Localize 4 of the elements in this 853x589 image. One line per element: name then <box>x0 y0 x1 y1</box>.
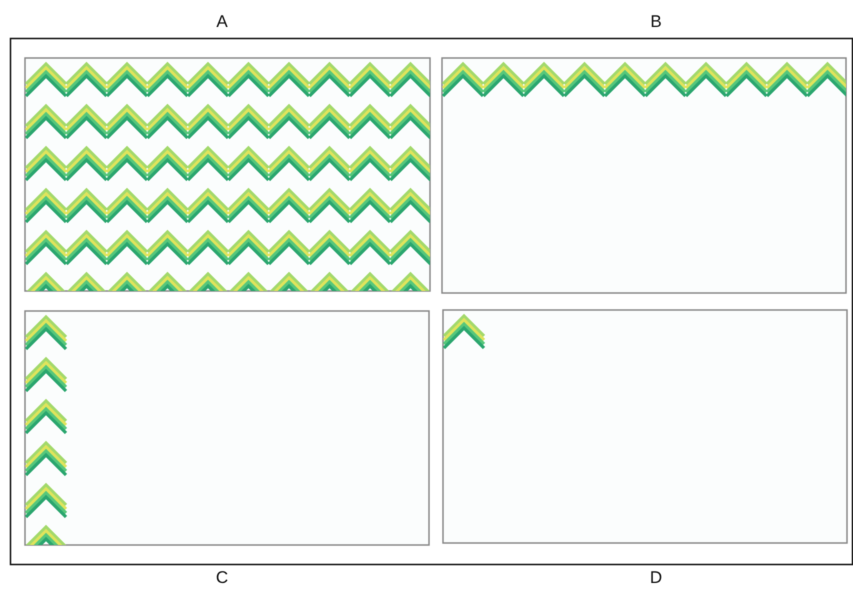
panel-label: A <box>216 12 228 32</box>
panel-label: B <box>650 12 662 32</box>
panel-label: D <box>650 568 662 588</box>
panel-label: C <box>216 568 228 588</box>
